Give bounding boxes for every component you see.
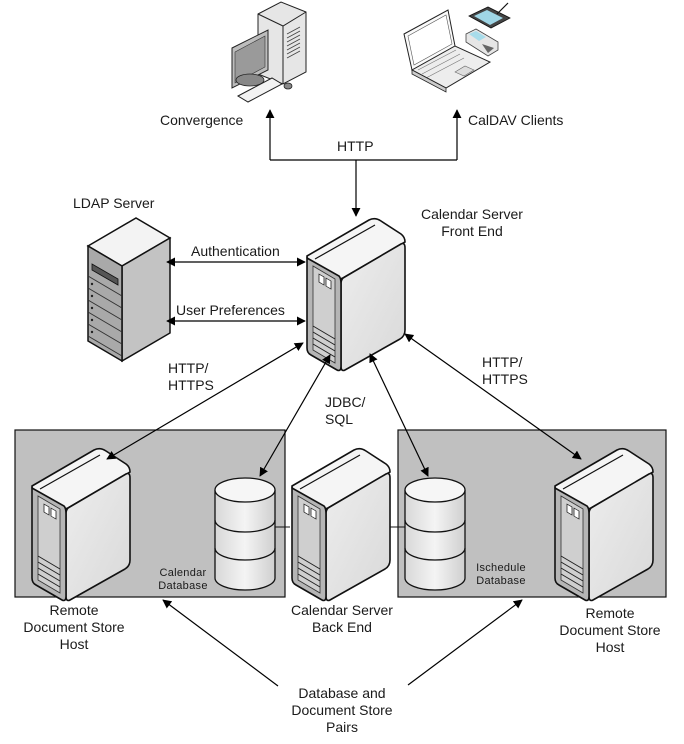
front-end-label-line2: Front End [441,223,503,239]
pairs-note-line1: Database and [298,685,386,701]
remote-store-left-line2: Document Store [23,619,125,635]
http-https-left-line1: HTTP/ [168,360,209,376]
user-preferences-label: User Preferences [176,302,285,318]
caldav-clients-label: CalDAV Clients [468,112,564,128]
back-end-line2: Back End [312,619,372,635]
back-end-label: Calendar Server Back End [280,602,404,636]
pairs-note-line2: Document Store [291,702,393,718]
back-end-line1: Calendar Server [291,602,393,618]
http-https-left-label: HTTP/ HTTPS [168,360,214,394]
desktop-computer-icon [231,1,307,103]
http-https-left-line2: HTTPS [168,377,214,393]
pairs-right-pointer [407,599,523,686]
laptop-and-mobile-devices-icon [403,2,511,93]
remote-store-right-line2: Document Store [559,622,661,638]
jdbc-sql-label: JDBC/ SQL [325,394,365,428]
jdbc-line2: SQL [325,411,354,427]
jdbc-calendar-db-arrow [259,354,331,477]
pairs-left-pointer [162,599,279,687]
http-https-right-label: HTTP/ HTTPS [482,354,528,388]
ischedule-database-label: Ischedule Database [468,562,534,588]
pairs-note-label: Database and Document Store Pairs [280,685,404,736]
ischedule-database-line2: Database [476,575,526,587]
ischedule-database-icon [404,477,466,591]
front-end-label-line1: Calendar Server [421,206,523,222]
jdbc-line1: JDBC/ [325,394,366,410]
remote-store-right-line3: Host [595,639,625,655]
remote-store-left-label: Remote Document Store Host [15,602,133,653]
http-https-right-line2: HTTPS [482,371,528,387]
ldap-server-label: LDAP Server [73,195,155,211]
http-https-right-line1: HTTP/ [482,354,523,370]
remote-store-right-label: Remote Document Store Host [550,605,670,656]
calendar-database-label: Calendar Database [150,567,216,593]
http-label: HTTP [337,138,374,154]
http-https-right-arrow [404,333,582,460]
ischedule-database-line1: Ischedule [476,562,526,574]
front-end-label: Calendar Server Front End [412,206,532,240]
http-client-connector [265,109,462,217]
back-end-server-icon [291,447,391,602]
rack-server-icon [87,217,171,362]
calendar-database-line1: Calendar [159,567,207,579]
remote-store-left-line3: Host [59,636,89,652]
calendar-database-line2: Database [158,580,208,592]
front-end-server-icon [306,217,406,372]
remote-store-right-line1: Remote [585,605,635,621]
pairs-note-line3: Pairs [326,719,358,735]
authentication-label: Authentication [191,243,280,259]
remote-store-left-line1: Remote [49,602,99,618]
calendar-database-icon [214,477,276,591]
convergence-label: Convergence [160,112,244,128]
